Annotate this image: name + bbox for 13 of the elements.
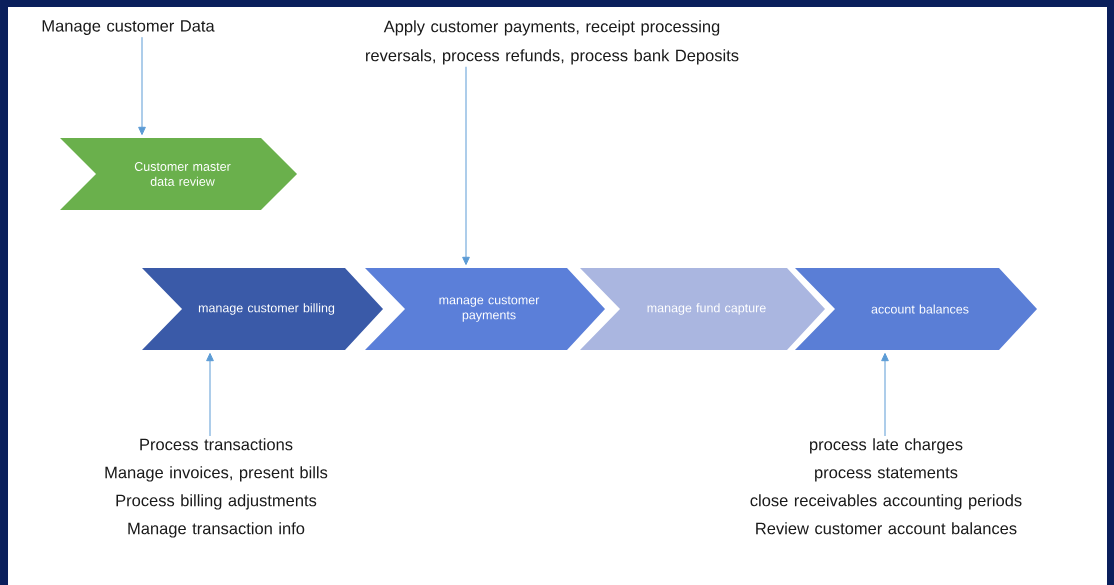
chevron-step: manage customer payments [365,268,605,350]
chevron-step: manage fund capture [580,268,825,350]
chevron-step: Customer master data review [60,138,297,210]
chevron-step: manage customer billing [142,268,383,350]
annotation-text: Manage customer Data [42,20,215,35]
arrow [138,36,146,136]
annotation-text: process late charges process statements close receivables accounting periods Review customer account balances [750,438,1022,535]
arrow [462,66,470,266]
annotation-text: Process transactions Manage invoices, present bills Process billing adjustments Manage transaction info [105,438,328,538]
arrow [881,352,889,437]
chevron-step: account balances [795,268,1037,350]
annotation-text: Apply customer payments, receipt processing reversals, process refunds, process bank Deposits [366,20,739,65]
arrow [206,352,214,437]
